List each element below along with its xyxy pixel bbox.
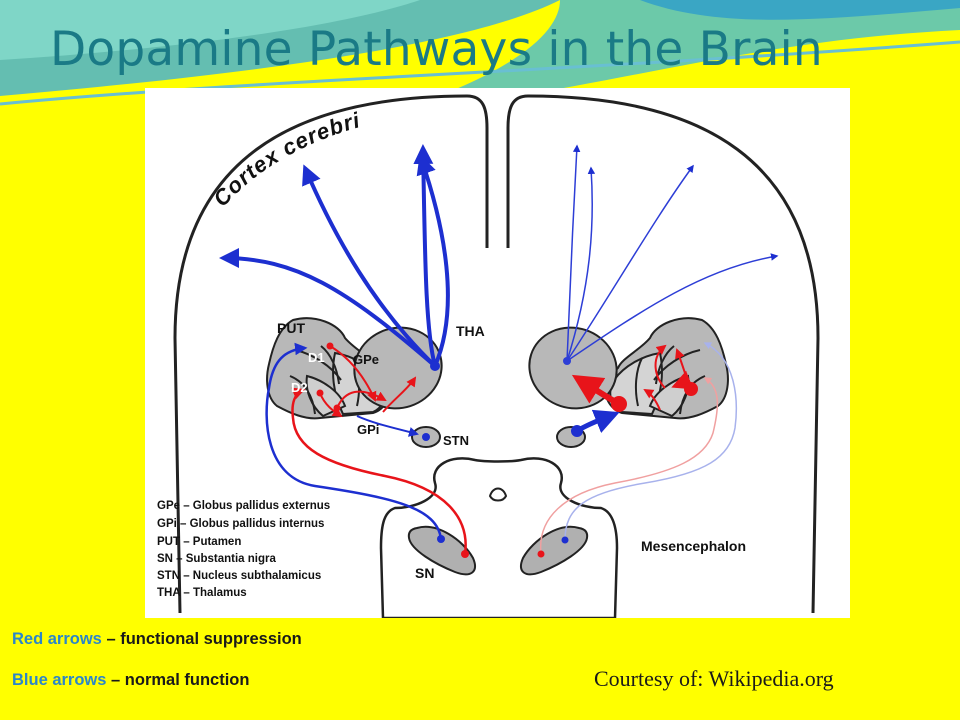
blue-arrow-stn-to-gpi-right [575,409,620,434]
blue-pathway-sn-to-d1-left [265,342,443,540]
legend-blue-desc: – normal function [106,671,250,689]
abbr-gpi: GPi – Globus pallidus internus [157,518,324,530]
red-pathway-sn-to-d2-left [291,387,467,555]
legend-blue-key: Blue arrows [12,671,107,689]
label-mesencephalon: Mesencephalon [641,538,746,554]
label-gpi: GPi [357,422,379,437]
legend-red: Red arrows – functional suppression [12,630,302,649]
dopamine-pathway-diagram: Cortex cerebri PUT THA D1 D2 GPe GPi STN… [145,88,850,618]
abbr-stn: STN – Nucleus subthalamicus [157,570,321,582]
label-tha: THA [456,323,485,339]
blue-arrows-left-cortex [219,144,450,368]
cortex-label: Cortex cerebri [208,107,363,211]
aqueduct-shape [488,487,508,502]
abbr-gpe: GPe – Globus pallidus externus [157,500,330,512]
legend-red-key: Red arrows [12,630,102,648]
header-swoosh-decoration [0,0,960,110]
abbr-sn: SN – Substantia nigra [157,553,276,565]
label-d2: D2 [291,380,308,395]
basal-ganglia-right [528,317,729,448]
abbr-put: PUT – Putamen [157,536,241,548]
pink-pathway-sn-to-put-right [539,377,719,555]
legend-blue: Blue arrows – normal function [12,671,249,690]
slide-title: Dopamine Pathways in the Brain [50,22,823,77]
substantia-nigra-left [407,525,476,576]
label-d1: D1 [308,350,325,365]
abbr-tha: THA – Thalamus [157,587,247,599]
blue-arrows-left-internal [356,415,419,437]
label-sn: SN [415,565,434,581]
brain-outline [173,94,820,614]
lightblue-pathway-sn-to-put-right [564,342,738,541]
label-gpe: GPe [353,352,379,367]
blue-arrows-right-cortex [566,144,779,362]
label-stn: STN [443,433,469,448]
credit-text: Courtesy of: Wikipedia.org [594,666,834,691]
legend-red-desc: – functional suppression [101,630,302,648]
label-put: PUT [277,320,305,336]
substantia-nigra-right [520,525,589,576]
